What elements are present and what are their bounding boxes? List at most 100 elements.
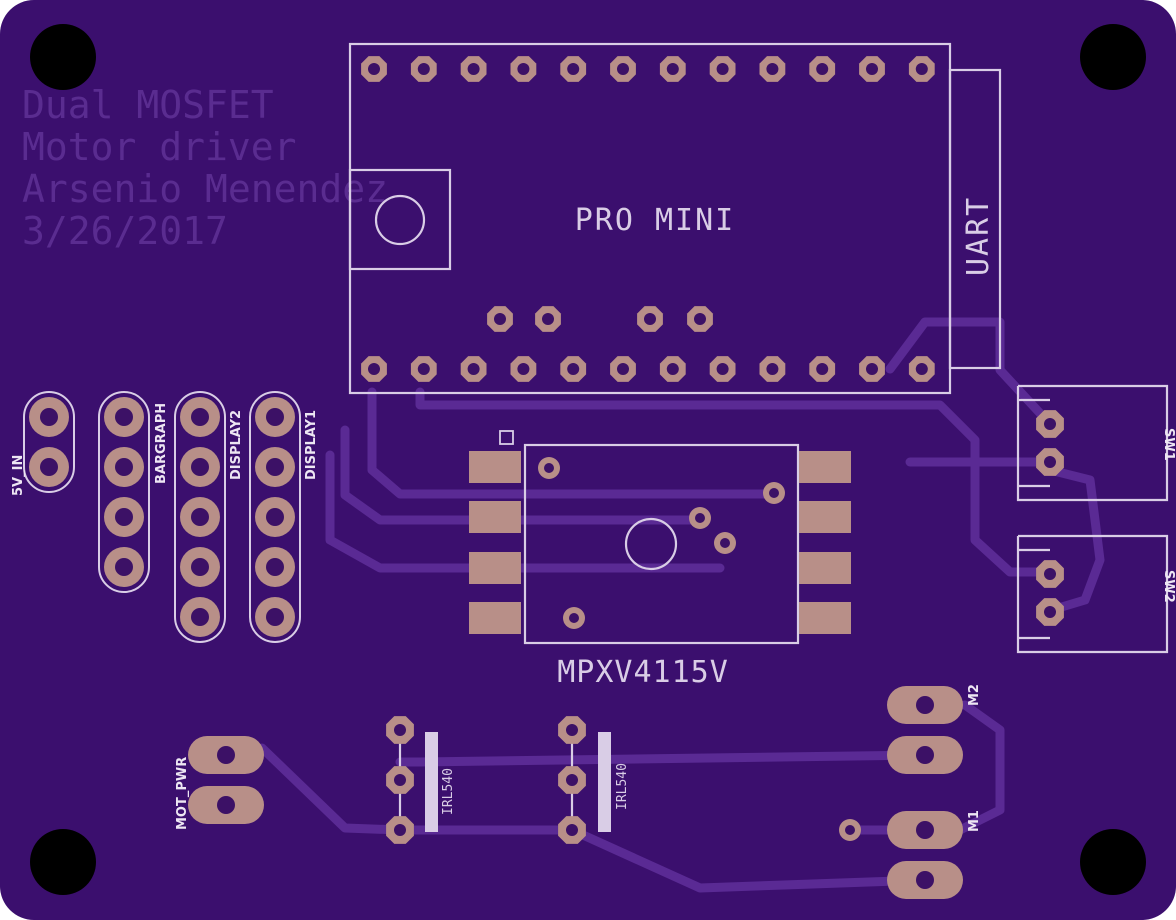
pad-icon xyxy=(386,716,414,744)
pro-mini-pins xyxy=(361,56,935,382)
pad-icon xyxy=(887,736,963,774)
notes-date: 3/26/2017 xyxy=(22,209,228,253)
pad-icon xyxy=(188,736,264,774)
reset-button-icon xyxy=(374,194,426,246)
pad-icon xyxy=(386,816,414,844)
pad-icon xyxy=(255,397,295,437)
pad-icon xyxy=(759,56,786,82)
vias xyxy=(538,457,861,841)
pad-icon xyxy=(180,497,220,537)
m2-label: M2 xyxy=(967,684,982,706)
through-hole-pads xyxy=(386,410,1064,844)
pad-icon xyxy=(610,56,636,82)
pad-icon xyxy=(709,356,736,382)
pad-icon xyxy=(687,306,713,332)
pad-icon xyxy=(659,356,686,382)
notes-title: Dual MOSFET xyxy=(22,83,274,127)
sw1-outline xyxy=(1016,384,1169,502)
sensor-label: MPXV4115V xyxy=(557,655,729,690)
pad-icon xyxy=(104,497,144,537)
pad-icon xyxy=(709,56,736,82)
reset-button-outline xyxy=(348,168,452,271)
pad-icon xyxy=(535,306,561,332)
mounting-hole-icon xyxy=(1080,24,1146,90)
pad-icon xyxy=(104,547,144,587)
via-icon xyxy=(763,482,785,504)
mosfet1-tab xyxy=(425,732,438,832)
smd-pad xyxy=(799,602,851,634)
pad-icon xyxy=(188,786,264,824)
mosfet-q1: IRL540 xyxy=(398,730,456,832)
pad-icon xyxy=(887,686,963,724)
via-icon xyxy=(538,457,560,479)
uart-label: UART xyxy=(961,196,996,276)
pad-icon xyxy=(410,56,437,82)
display1-label: DISPLAY1 xyxy=(304,410,319,480)
mosfet2-label: IRL540 xyxy=(615,763,630,810)
pad-icon xyxy=(809,56,836,82)
mosfet-q2: IRL540 xyxy=(570,730,630,832)
via-icon xyxy=(839,819,861,841)
pad-icon xyxy=(361,56,387,82)
pad-icon xyxy=(859,356,885,382)
via-icon xyxy=(563,607,585,629)
switch-sw1: SW1 xyxy=(1016,384,1176,502)
via-icon xyxy=(714,532,736,554)
sw2-outline xyxy=(1016,534,1169,654)
pad-icon xyxy=(29,447,69,487)
pad-icon xyxy=(558,766,586,794)
pad-icon xyxy=(104,397,144,437)
pad-icon xyxy=(255,497,295,537)
pad-icon xyxy=(1036,410,1064,438)
sw1-label: SW1 xyxy=(1161,428,1176,461)
pad-icon xyxy=(487,306,513,332)
smd-pad xyxy=(469,552,521,584)
pad-icon xyxy=(1036,560,1064,588)
sensor-outline xyxy=(523,443,800,645)
pad-icon xyxy=(659,56,686,82)
notes-author: Arsenio Menendez xyxy=(22,167,388,211)
sensor-smd-pads xyxy=(469,451,851,634)
switch-sw2: SW2 xyxy=(1016,534,1176,654)
pro-mini-module: PRO MINI UART xyxy=(348,42,1002,395)
pad-icon xyxy=(255,597,295,637)
header-outline xyxy=(23,391,75,493)
header-outline xyxy=(98,391,150,593)
pad-icon xyxy=(558,716,586,744)
header-outline xyxy=(249,391,301,643)
sw2-label: SW2 xyxy=(1161,570,1176,603)
pad-icon xyxy=(560,56,587,82)
pad-icon xyxy=(180,597,220,637)
mosfet1-label: IRL540 xyxy=(441,768,456,815)
pad-icon xyxy=(29,397,69,437)
pad-icon xyxy=(255,547,295,587)
pin1-marker xyxy=(499,430,514,445)
smd-pad xyxy=(469,451,521,483)
pad-icon xyxy=(104,447,144,487)
pad-icon xyxy=(908,356,935,382)
smd-pad xyxy=(799,451,851,483)
pad-icon xyxy=(560,356,587,382)
smd-pad xyxy=(799,552,851,584)
pad-icon xyxy=(809,356,836,382)
pad-icon xyxy=(180,547,220,587)
motor-power-label: MOT_PWR xyxy=(175,757,190,830)
pad-icon xyxy=(908,56,935,82)
pad-icon xyxy=(759,356,786,382)
pad-icon xyxy=(410,356,437,382)
smd-pad xyxy=(799,501,851,533)
header-outline xyxy=(174,391,226,643)
notes-subtitle: Motor driver xyxy=(22,125,297,169)
pad-icon xyxy=(1036,598,1064,626)
pro-mini-label: PRO MINI xyxy=(575,203,736,238)
pad-icon xyxy=(558,816,586,844)
pad-icon xyxy=(180,397,220,437)
pad-icon xyxy=(386,766,414,794)
display2-label: DISPLAY2 xyxy=(229,410,244,480)
pad-icon xyxy=(460,356,487,382)
mounting-hole-icon xyxy=(30,829,96,895)
pressure-sensor: MPXV4115V xyxy=(469,430,851,690)
